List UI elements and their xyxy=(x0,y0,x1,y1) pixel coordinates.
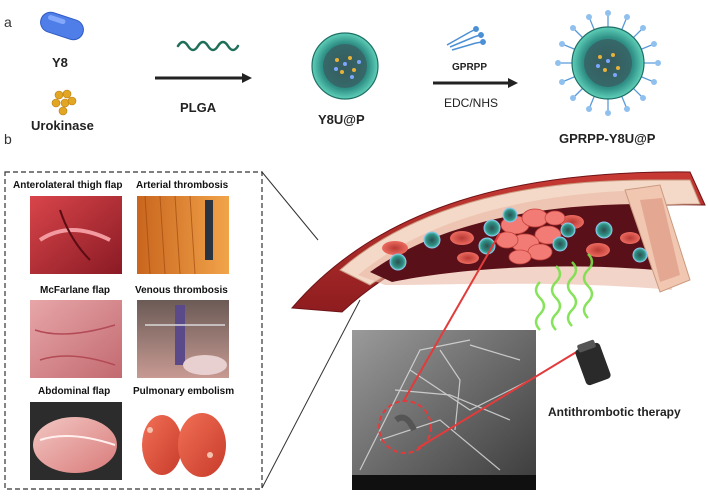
model-label-abdominal: Abdominal flap xyxy=(38,386,111,397)
gprpp-peptide-icon xyxy=(446,26,486,51)
urokinase-label: Urokinase xyxy=(31,118,94,133)
y8u-label: Y8U@P xyxy=(318,112,365,127)
y8-capsule-icon xyxy=(40,11,84,41)
connector-line-bottom xyxy=(261,299,361,489)
model-label-venous: Venous thrombosis xyxy=(135,285,228,296)
thrombus-cluster xyxy=(495,208,566,265)
plga-polymer-icon xyxy=(176,40,240,52)
connector-line-top xyxy=(261,171,319,241)
gprpp-label: GPRPP xyxy=(452,62,488,73)
model-label-thigh: Anterolateral thigh flap xyxy=(13,180,123,191)
vessel-nanoparticles xyxy=(389,207,648,271)
thumb-abdominal-flap xyxy=(30,402,122,480)
final-nanoparticle-label: GPRPP-Y8U@P xyxy=(559,131,656,146)
gprpp-y8u-nanoparticle-icon xyxy=(555,10,661,116)
therapy-label: Antithrombotic therapy xyxy=(548,405,681,419)
panel-letter-a: a xyxy=(4,14,12,30)
plga-label: PLGA xyxy=(180,100,217,115)
urokinase-dots-icon xyxy=(51,89,77,116)
model-label-arterial: Arterial thrombosis xyxy=(136,180,229,191)
angiography-image xyxy=(352,330,536,490)
model-label-pulmonary: Pulmonary embolism xyxy=(133,386,235,397)
thumb-pulmonary-embolism xyxy=(137,402,229,480)
laser-line-from-device xyxy=(417,347,584,449)
thrombus-highlight-circle xyxy=(378,400,432,454)
arrow-2 xyxy=(433,78,518,88)
thumb-mcfarlane-flap xyxy=(30,300,122,378)
laser-device-icon xyxy=(575,339,611,386)
models-dashed-box xyxy=(4,171,263,490)
model-label-mcfarlane: McFarlane flap xyxy=(40,285,111,296)
arrow-1 xyxy=(155,73,252,83)
thumb-venous-thrombosis xyxy=(137,300,229,378)
light-waves xyxy=(534,253,594,331)
laser-line-to-xray xyxy=(402,232,501,403)
y8-label: Y8 xyxy=(52,55,68,70)
edc-nhs-label: EDC/NHS xyxy=(444,96,499,110)
thumb-arterial-thrombosis xyxy=(137,195,229,275)
thumb-anterolateral-thigh-flap xyxy=(30,196,122,274)
y8u-nanoparticle-icon xyxy=(311,32,379,100)
panel-letter-b: b xyxy=(4,131,12,147)
